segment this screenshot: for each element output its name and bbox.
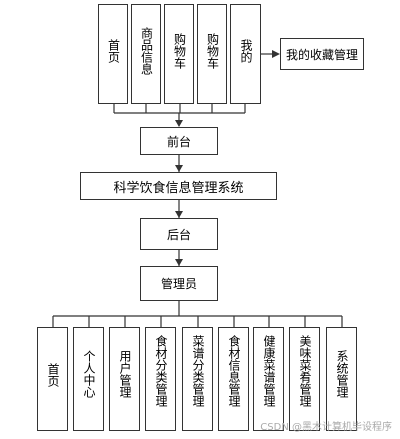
node-cart-2: 购物车 bbox=[197, 4, 227, 104]
node-system: 科学饮食信息管理系统 bbox=[80, 172, 277, 200]
node-label: 食材信息管理 bbox=[227, 335, 241, 407]
node-label: 个人中心 bbox=[82, 350, 96, 398]
node-delicious-dish-management: 美味菜肴管理 bbox=[289, 327, 320, 431]
node-label: 用户管理 bbox=[118, 350, 132, 398]
node-label: 购物车 bbox=[205, 33, 220, 69]
node-label: 管理员 bbox=[160, 277, 197, 291]
node-label: 科学饮食信息管理系统 bbox=[113, 180, 244, 196]
node-recipe-category-management: 菜谱分类管理 bbox=[182, 327, 213, 431]
node-cart-1: 购物车 bbox=[164, 4, 194, 104]
node-user-management: 用户管理 bbox=[109, 327, 140, 431]
node-mine: 我的 bbox=[230, 4, 261, 104]
node-label: 购物车 bbox=[172, 33, 187, 69]
node-label: 健康菜谱管理 bbox=[262, 335, 276, 407]
node-label: 首页 bbox=[46, 363, 60, 387]
node-label: 系统管理 bbox=[335, 350, 349, 398]
node-label: 菜谱分类管理 bbox=[191, 335, 205, 407]
node-product-info: 商品信息 bbox=[131, 4, 161, 104]
node-label: 前台 bbox=[166, 134, 191, 149]
node-label: 美味菜肴管理 bbox=[298, 335, 312, 407]
node-label: 商品信息 bbox=[139, 27, 154, 75]
node-label: 首页 bbox=[106, 39, 121, 63]
node-frontend: 前台 bbox=[140, 127, 218, 155]
node-favorites-management: 我的收藏管理 bbox=[280, 38, 364, 70]
node-home-front: 首页 bbox=[98, 4, 128, 104]
node-backend: 后台 bbox=[140, 218, 218, 250]
node-label: 食材分类管理 bbox=[154, 335, 168, 407]
node-label: 我的 bbox=[239, 39, 253, 63]
node-ingredient-info-management: 食材信息管理 bbox=[218, 327, 249, 431]
node-healthy-recipe-management: 健康菜谱管理 bbox=[253, 327, 284, 431]
node-personal-center: 个人中心 bbox=[73, 327, 104, 431]
watermark: CSDN @黑木计算机毕设程序 bbox=[260, 422, 392, 433]
node-home-admin: 首页 bbox=[37, 327, 68, 431]
node-label: 后台 bbox=[166, 227, 191, 242]
node-admin: 管理员 bbox=[140, 266, 218, 301]
node-ingredient-category-management: 食材分类管理 bbox=[145, 327, 176, 431]
node-system-management: 系统管理 bbox=[326, 327, 357, 431]
node-label: 我的收藏管理 bbox=[285, 47, 358, 62]
